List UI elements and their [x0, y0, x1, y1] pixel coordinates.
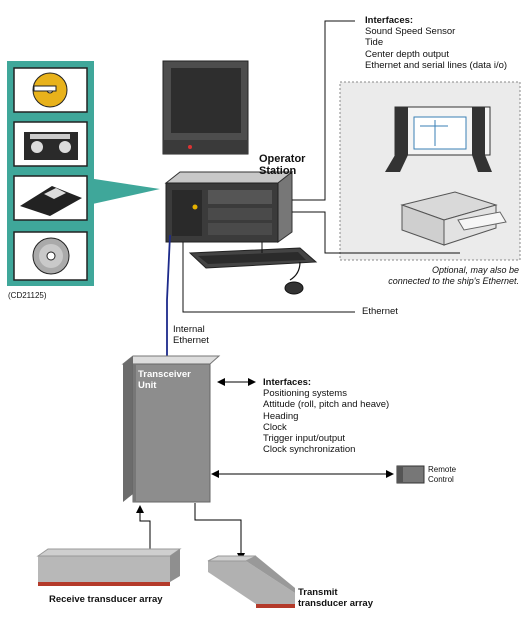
- transmit-array-label: Transmit transducer array: [298, 587, 373, 609]
- remote-control-label: Remote Control: [428, 465, 457, 484]
- monitor-icon: [162, 60, 249, 155]
- printer-icon: [400, 191, 507, 246]
- operator-station-label: Operator Station: [259, 153, 306, 177]
- transceiver-interface-item: Clock: [263, 421, 287, 433]
- transceiver-interfaces-list: Interfaces: Positioning systems Attitude…: [263, 377, 389, 455]
- internal-ethernet-label: Internal Ethernet: [173, 324, 209, 346]
- computer-unit-icon: [164, 170, 294, 243]
- transceiver-unit-icon: [121, 355, 221, 503]
- optional-note: Optional, may also be connected to the s…: [388, 265, 519, 286]
- mouse-icon: [284, 261, 304, 295]
- transceiver-interfaces-heading: Interfaces:: [263, 377, 312, 388]
- station-interface-item: Tide: [365, 37, 384, 49]
- optical-disk-icon: [13, 67, 88, 113]
- station-interfaces-list: Interfaces: Sound Speed Sensor Tide Cent…: [365, 15, 507, 71]
- cd-rom-icon: [13, 231, 88, 281]
- station-interface-item: Ethernet and serial lines (data i/o): [365, 59, 508, 71]
- receive-array-label: Receive transducer array: [49, 594, 163, 605]
- transceiver-interface-item: Clock synchronization: [263, 444, 356, 456]
- plotter-icon: [385, 106, 492, 172]
- station-interface-item: Center depth output: [365, 48, 449, 60]
- receive-array-icon: [36, 548, 182, 586]
- transceiver-unit-label: Transceiver Unit: [138, 369, 191, 391]
- transceiver-interface-item: Trigger input/output: [263, 433, 346, 445]
- tape-cartridge-icon: [13, 121, 88, 167]
- keyboard-icon: [188, 247, 318, 269]
- media-caption: (CD21125): [8, 291, 47, 300]
- transceiver-connections: [136, 378, 394, 561]
- transceiver-interface-item: Heading: [263, 410, 299, 422]
- station-interface-item: Sound Speed Sensor: [365, 26, 456, 38]
- transceiver-interface-item: Attitude (roll, pitch and heave): [263, 399, 390, 411]
- internal-ethernet-cable: [166, 234, 171, 362]
- ethernet-label: Ethernet: [362, 306, 398, 317]
- optional-peripherals-box: [339, 81, 521, 261]
- transceiver-interface-item: Positioning systems: [263, 388, 347, 400]
- floppy-disk-icon: [13, 175, 88, 221]
- station-interfaces-heading: Interfaces:: [365, 15, 414, 26]
- remote-control-icon: [396, 465, 425, 484]
- transmit-array-icon: [207, 555, 295, 608]
- station-connections: [182, 20, 460, 313]
- media-panel: [7, 61, 160, 286]
